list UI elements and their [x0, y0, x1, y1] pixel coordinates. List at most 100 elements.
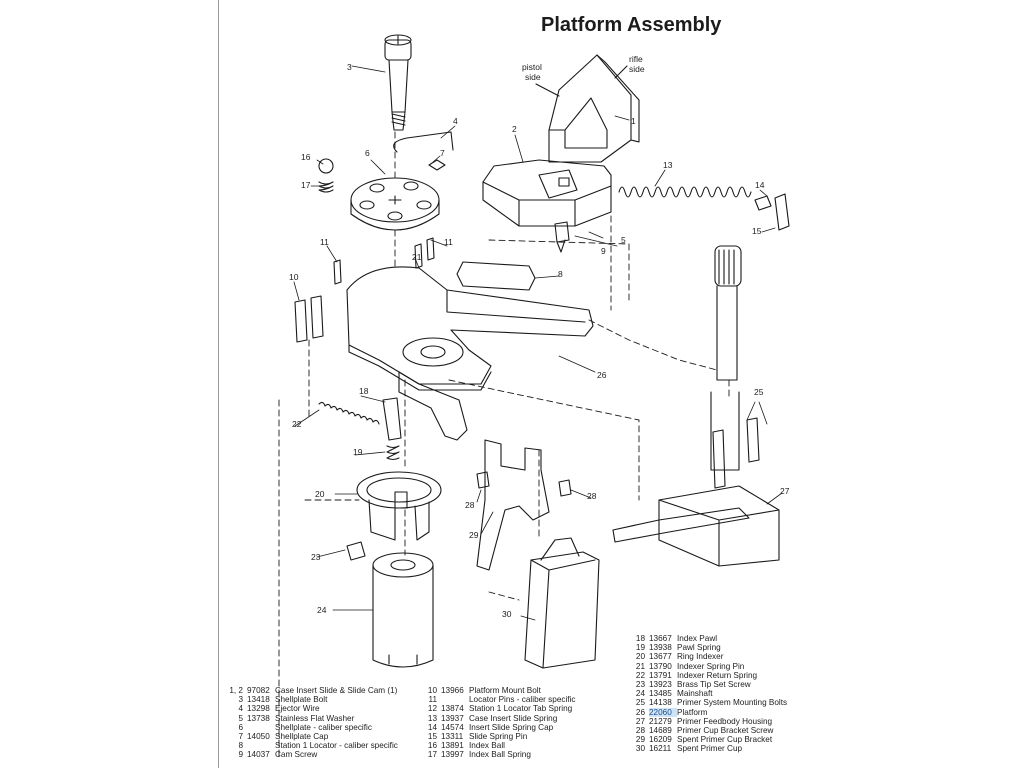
callout-22: 22 — [292, 419, 302, 429]
primer-bolt-b — [746, 417, 760, 463]
platform-part — [346, 266, 594, 441]
shellplate-cap-part — [428, 159, 446, 171]
callout-30: 30 — [502, 609, 512, 619]
callout-27: 27 — [780, 486, 790, 496]
spent-primer-cup-part — [524, 537, 600, 669]
callout-28-right: 28 — [587, 491, 597, 501]
set-screw-part — [346, 541, 366, 561]
callout-10: 10 — [289, 272, 299, 282]
callout-28-left: 28 — [465, 500, 475, 510]
primer-cup-bracket-part — [476, 439, 550, 571]
ring-indexer-part — [356, 471, 442, 541]
station-locator-part — [456, 261, 536, 291]
callout-21: 21 — [412, 252, 422, 262]
callout-1: 1 — [631, 116, 636, 126]
slide-cam-part — [548, 54, 640, 163]
callout-13: 13 — [663, 160, 673, 170]
index-ball-part — [318, 158, 334, 174]
locator-pin-right — [426, 237, 435, 261]
callout-11-right: 11 — [444, 237, 453, 247]
callout-6: 6 — [365, 148, 370, 158]
callout-29: 29 — [469, 530, 479, 540]
bracket-screw-b — [558, 479, 572, 497]
spring-13 — [618, 186, 752, 198]
callout-8: 8 — [558, 269, 563, 279]
callout-26: 26 — [597, 370, 607, 380]
slide-pin-15 — [774, 193, 790, 231]
shellplate-part — [350, 177, 440, 231]
index-pawl-part — [382, 397, 402, 441]
mount-bolt-a — [294, 299, 308, 343]
callout-24: 24 — [317, 605, 327, 615]
callout-16: 16 — [301, 152, 311, 162]
callout-9: 9 — [601, 246, 606, 256]
return-spring-part — [318, 401, 380, 425]
callout-7: 7 — [440, 148, 445, 158]
cam-screw-9 — [554, 221, 570, 243]
locator-pin-left — [333, 259, 342, 285]
index-ball-spring-part — [318, 181, 334, 193]
primer-bolt-a — [712, 429, 726, 489]
pawl-spring-part — [386, 445, 400, 461]
page-title: Platform Assembly — [541, 14, 722, 36]
highlighted-part-number[interactable]: 22060 — [649, 707, 677, 717]
callout-2: 2 — [512, 124, 517, 134]
mainshaft-lower-part — [372, 552, 434, 668]
callout-19: 19 — [353, 447, 363, 457]
callout-5: 5 — [621, 235, 626, 245]
callout-17: 17 — [301, 180, 311, 190]
callout-18: 18 — [359, 386, 369, 396]
primer-housing-part — [612, 485, 780, 567]
callout-23: 23 — [311, 552, 321, 562]
callout-25: 25 — [754, 387, 764, 397]
callout-20: 20 — [315, 489, 325, 499]
callout-4: 4 — [453, 116, 458, 126]
bracket-screw-a — [476, 471, 490, 489]
ejector-wire-part — [393, 131, 454, 153]
callout-11-left: 11 — [320, 237, 329, 247]
mainshaft-upper-part — [714, 245, 742, 381]
callout-3: 3 — [347, 62, 352, 72]
callout-15: 15 — [752, 226, 762, 236]
mount-bolt-b — [310, 295, 324, 339]
callout-14: 14 — [755, 180, 765, 190]
shellplate-bolt-part — [384, 34, 412, 131]
